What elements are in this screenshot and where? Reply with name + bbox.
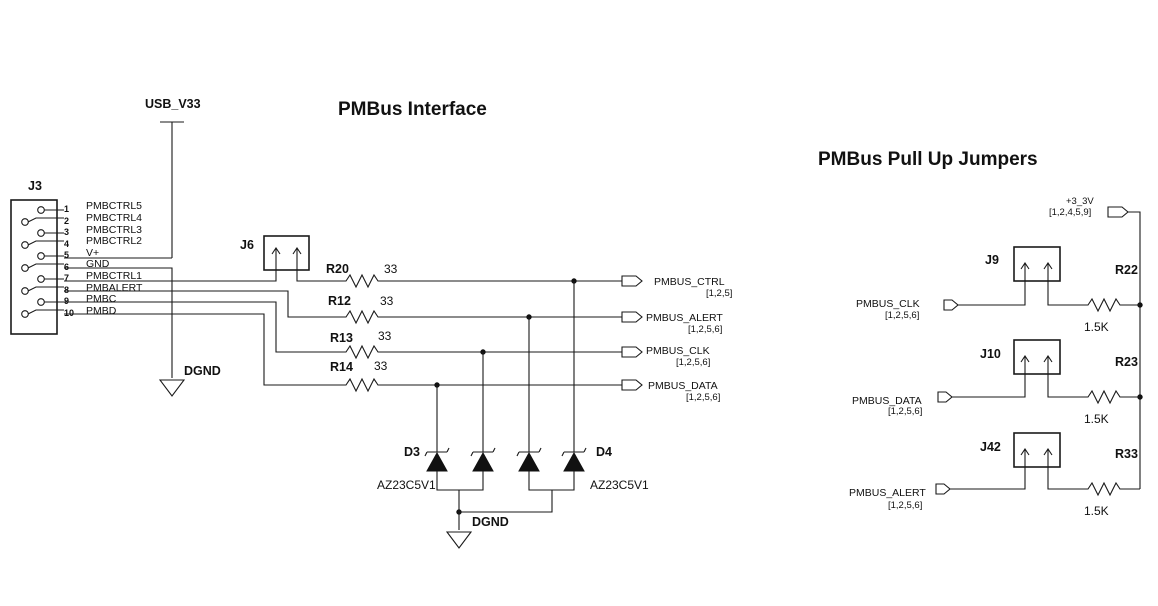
d4-part: AZ23C5V1 [590,478,649,492]
pmbus-ctrl-pages: [1,2,5] [706,288,732,299]
j3-pin6-number: 6 [64,262,69,272]
diode-d3: D3 AZ23C5V1 [377,445,496,492]
resistor-r20: R20 33 [326,262,398,289]
d4-ref: D4 [596,445,612,459]
diode-d4: D4 AZ23C5V1 [516,445,649,492]
j3-signal-pmbctrl3: PMBCTRL3 [86,224,142,236]
offpage-pmbus-ctrl: PMBUS_CTRL [1,2,5] [621,275,732,299]
j3-pin5-number: 5 [64,250,69,260]
j3-signal-pmbctrl5: PMBCTRL5 [86,200,142,212]
v33-power-offpage: +3_3V [1,2,4,5,9] [1049,196,1129,218]
pmbus-clk-right-label: PMBUS_CLK [856,298,920,310]
j3-signal-pmbctrl4: PMBCTRL4 [86,212,142,224]
j10-jumper: J10 [980,339,1061,375]
wire-pmbctrl1-j6 [64,262,277,282]
r14-value: 33 [374,359,388,373]
j6-ref-label: J6 [240,238,254,252]
r20-value: 33 [384,262,398,276]
offpage-pmbus-data-right: PMBUS_DATA [1,2,5,6] [852,391,953,417]
j3-signal-pmbctrl2: PMBCTRL2 [86,235,142,247]
r20-ref: R20 [326,262,349,276]
title-pmbus-interface: PMBus Interface [338,99,487,120]
offpage-pmbus-clk: PMBUS_CLK [1,2,5,6] [621,345,710,368]
j9-ref-label: J9 [985,253,999,267]
resistor-r33: R33 1.5K [1080,447,1140,518]
offpage-pmbus-data: PMBUS_DATA [1,2,5,6] [621,379,720,403]
r14-ref: R14 [330,360,353,374]
j3-signal-pmbd: PMBD [86,305,117,317]
j3-pin10-number: 10 [64,308,74,318]
pmbus-clk-label: PMBUS_CLK [646,345,710,357]
r22-value: 1.5K [1084,320,1109,334]
title-pmbus-pullup-jumpers: PMBus Pull Up Jumpers [818,149,1038,170]
pmbus-alert-right-pages: [1,2,5,6] [888,500,922,511]
wire-gnd [64,267,173,378]
j3-pin2-number: 2 [64,216,69,226]
r12-value: 33 [380,294,394,308]
resistor-r13: R13 33 [330,329,392,360]
usb-v33-power-symbol: USB_V33 [145,97,201,258]
j42-jumper: J42 [980,432,1061,468]
pmbus-data-pages: [1,2,5,6] [686,392,720,403]
v33-label: +3_3V [1066,196,1094,207]
pmbus-data-right-pages: [1,2,5,6] [888,406,922,417]
wire-pmbd-r14 [64,313,338,386]
j3-signal-pmbc: PMBC [86,293,117,305]
pmbus-alert-label: PMBUS_ALERT [646,312,723,324]
pmbus-clk-pages: [1,2,5,6] [676,357,710,368]
pmbus-alert-right-label: PMBUS_ALERT [849,487,926,499]
resistor-r14: R14 33 [330,359,388,393]
resistor-r22: R22 1.5K [1080,263,1140,334]
j42-ref-label: J42 [980,440,1001,454]
wire-j6-r20 [296,262,338,282]
r23-ref: R23 [1115,355,1138,369]
resistor-r12: R12 33 [328,294,394,325]
wire-pmbc-r13 [64,301,338,353]
dgnd-left-label: DGND [184,364,221,378]
offpage-pmbus-alert: PMBUS_ALERT [1,2,5,6] [621,311,723,335]
j3-ref-label: J3 [28,179,42,193]
pmbus-alert-pages: [1,2,5,6] [688,324,722,335]
j3-signal-gnd: GND [86,258,110,270]
resistor-r23: R23 1.5K [1080,355,1140,426]
j3-pin9-number: 9 [64,296,69,306]
j6-jumper: J6 [240,235,310,271]
r33-ref: R33 [1115,447,1138,461]
wire-pmbalert-r12 [64,290,338,318]
j10-ref-label: J10 [980,347,1001,361]
pmbus-data-right-label: PMBUS_DATA [852,395,922,407]
j3-pin1-number: 1 [64,204,69,214]
pmbus-clk-right-pages: [1,2,5,6] [885,310,919,321]
j3-pin3-number: 3 [64,227,69,237]
dgnd-diodes-label: DGND [472,515,509,529]
usb-v33-label: USB_V33 [145,97,201,111]
v33-pages: [1,2,4,5,9] [1049,207,1091,218]
dgnd-diodes-symbol: DGND [445,515,509,549]
junction-dots [434,278,577,515]
j3-signal-pmbctrl1: PMBCTRL1 [86,270,142,282]
r12-ref: R12 [328,294,351,308]
dgnd-left-symbol: DGND [158,364,221,397]
d3-ref: D3 [404,445,420,459]
j3-pin4-number: 4 [64,239,69,249]
r22-ref: R22 [1115,263,1138,277]
j3-pin7-number: 7 [64,273,69,283]
offpage-pmbus-alert-right: PMBUS_ALERT [1,2,5,6] [849,483,951,511]
pmbus-data-label: PMBUS_DATA [648,380,718,392]
j3-signal-vplus: V+ [86,247,99,259]
j3-connector: J3 1 2 3 4 5 6 7 8 [10,179,143,335]
d3-part: AZ23C5V1 [377,478,436,492]
r13-value: 33 [378,329,392,343]
pmbus-ctrl-label: PMBUS_CTRL [654,276,725,288]
r33-value: 1.5K [1084,504,1109,518]
j3-pin8-number: 8 [64,285,69,295]
r13-ref: R13 [330,331,353,345]
offpage-pmbus-clk-right: PMBUS_CLK [1,2,5,6] [856,298,959,321]
r23-value: 1.5K [1084,412,1109,426]
j9-jumper: J9 [985,246,1061,282]
